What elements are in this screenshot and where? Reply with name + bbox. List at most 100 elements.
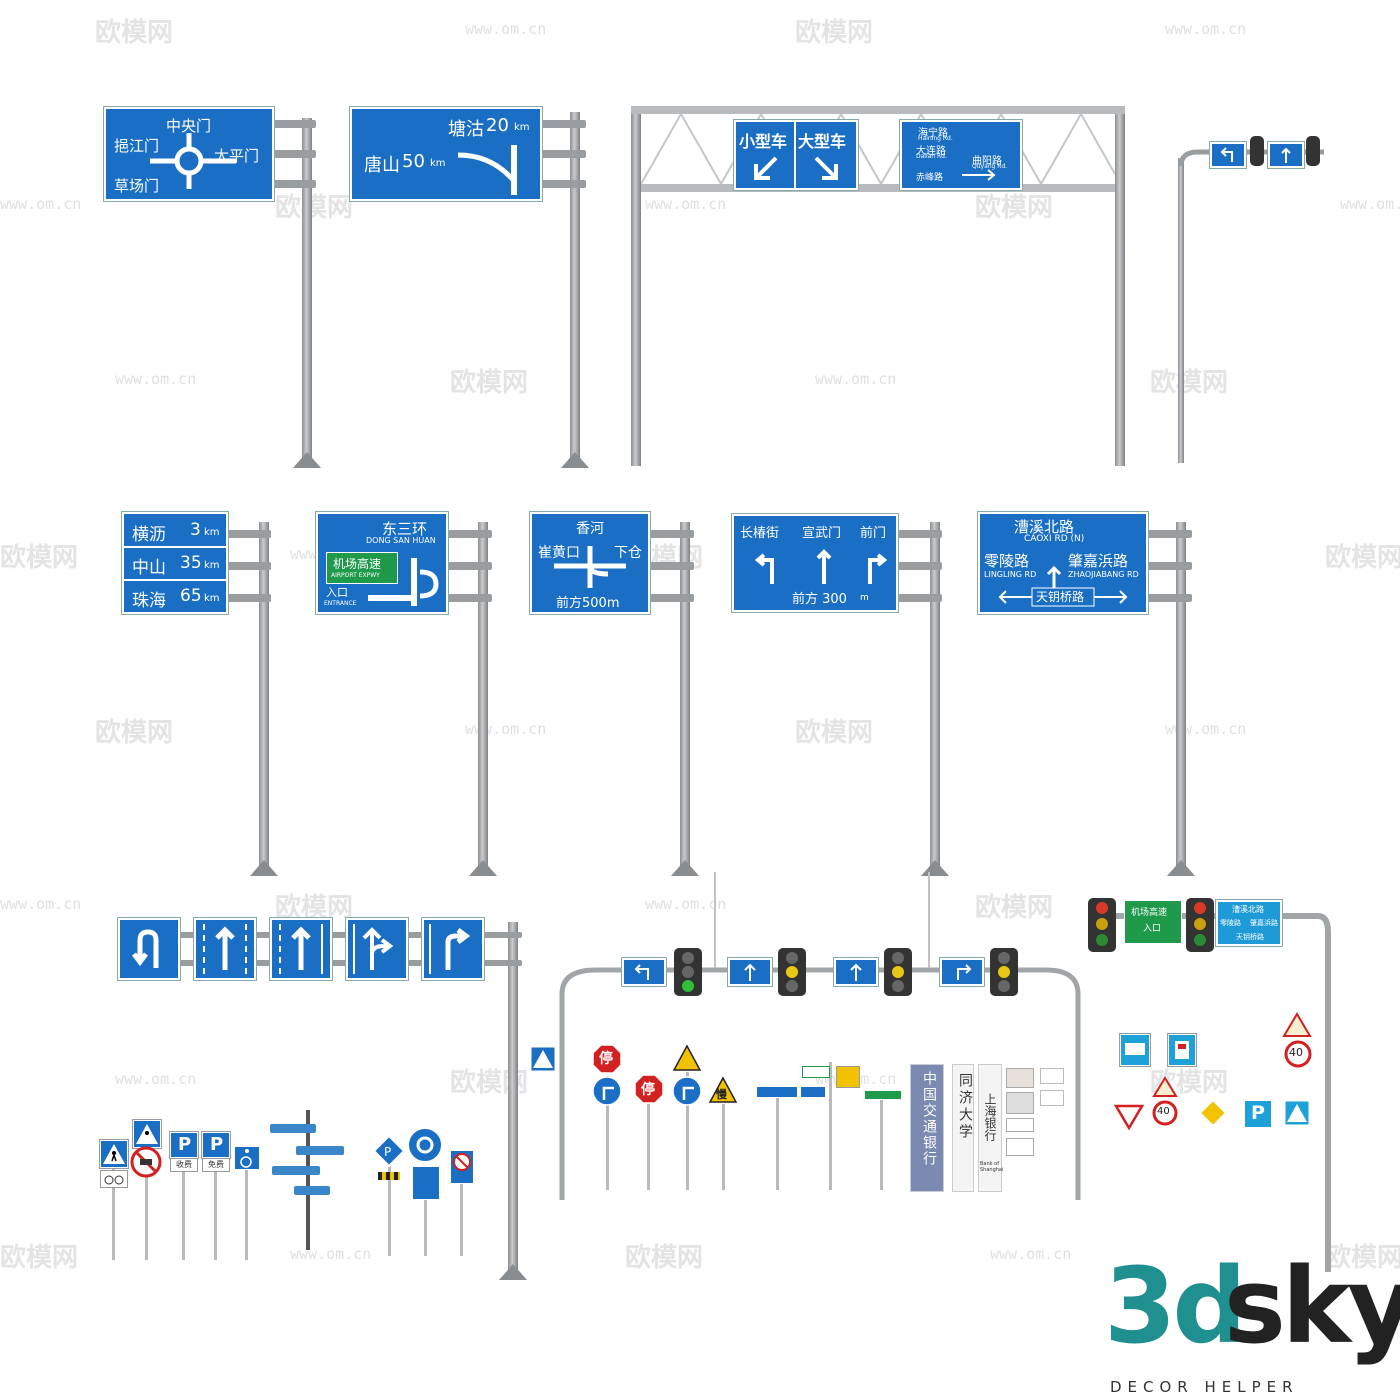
watermark-text: 欧模网 bbox=[975, 193, 1054, 223]
sign-pole bbox=[570, 112, 580, 468]
chevron-board bbox=[378, 1172, 400, 1180]
straight-arrow-icon bbox=[850, 963, 862, 981]
expressway-panel: 机场高速 AIRPORT EXPWY bbox=[326, 552, 398, 584]
priority-road-sign bbox=[1198, 1098, 1228, 1128]
watermark-url: www.om.cn bbox=[290, 1245, 372, 1263]
stop-label: 停 bbox=[641, 1082, 655, 1098]
destination-name: 塘沽 bbox=[448, 119, 484, 140]
watermark-url: www.om.cn bbox=[465, 20, 547, 38]
lane-straight-sign bbox=[728, 958, 772, 986]
lane-left-sign bbox=[1210, 142, 1246, 168]
sign-post bbox=[388, 1164, 391, 1256]
pole-bracket bbox=[540, 150, 586, 158]
sign-post bbox=[880, 1096, 883, 1190]
pole-base bbox=[293, 452, 321, 468]
right-road: 肇嘉浜路 bbox=[1250, 919, 1278, 927]
pole-bracket bbox=[648, 530, 694, 538]
pole-bracket bbox=[648, 594, 694, 602]
sign-post bbox=[112, 1168, 115, 1260]
traffic-light bbox=[1186, 898, 1214, 952]
straight-arrow-icon bbox=[1281, 147, 1291, 163]
expressway-name: 机场高速 bbox=[333, 557, 382, 571]
sign-post bbox=[776, 1094, 779, 1190]
dongsanhuan-guide-sign: 东三环 DONG SAN HUAN 机场高速 AIRPORT EXPWY 入口 … bbox=[316, 512, 448, 614]
pole-bracket bbox=[1146, 562, 1192, 570]
gantry-pole-left bbox=[631, 106, 641, 466]
lane-straight-sign bbox=[1268, 142, 1304, 168]
cross-road: 天钥桥路 bbox=[1236, 933, 1264, 941]
gas-station-sign bbox=[1168, 1034, 1196, 1066]
parking-sign: P bbox=[202, 1132, 230, 1158]
pole-base bbox=[250, 860, 278, 876]
lane-right-sign bbox=[940, 958, 984, 986]
fingerpost-pole bbox=[306, 1110, 310, 1250]
gantry-truss-bottom bbox=[641, 184, 1115, 192]
row-divider bbox=[124, 579, 226, 581]
watermark-text: 欧模网 bbox=[450, 368, 529, 398]
distance-unit: km bbox=[430, 158, 446, 169]
distance-row-name: 中山 bbox=[132, 558, 166, 578]
fee-plate: 收费 bbox=[170, 1158, 198, 1172]
destination-c-en: Quyang Rd. bbox=[972, 163, 1008, 170]
logo-3d: 3d bbox=[1104, 1245, 1247, 1367]
ahead-distance: 前方500m bbox=[556, 596, 620, 611]
watermark-text: 欧模网 bbox=[795, 18, 874, 48]
straight-lane-sign bbox=[270, 918, 332, 980]
pole-bracket bbox=[446, 562, 492, 570]
bank-name-en: Bank of Shanghai bbox=[980, 1161, 1004, 1173]
fingerpost-blade bbox=[270, 1124, 316, 1133]
destination-b: 大连路 bbox=[916, 146, 946, 157]
tanggu-guide-sign: 塘沽 20 km 唐山 50 km bbox=[350, 107, 542, 201]
down-right-arrow-icon bbox=[814, 156, 838, 180]
left-road: 零陵路 bbox=[1220, 919, 1241, 927]
destination-a: 海宁路 bbox=[918, 128, 948, 139]
watermark-url: www.om.cn bbox=[0, 195, 82, 213]
center-destination: 宣武门 bbox=[802, 526, 842, 541]
changchun-lane-sign: 长椿街 宣武门 前门 前方 300 m bbox=[732, 514, 898, 612]
bank-vertical-sign: 中国交通银行 bbox=[910, 1064, 944, 1192]
sign-post bbox=[145, 1148, 148, 1260]
straight-right-arrow-icon bbox=[353, 924, 394, 974]
watermark-url: www.om.cn bbox=[1340, 195, 1400, 213]
bicycle-sign bbox=[100, 1170, 128, 1188]
watermark-text: 欧模网 bbox=[1150, 368, 1229, 398]
wall-plaque bbox=[1006, 1118, 1034, 1132]
distance-row-name: 横沥 bbox=[132, 525, 166, 545]
watermark-text: 欧模网 bbox=[975, 893, 1054, 923]
pole-bracket bbox=[225, 594, 271, 602]
expressway-name-en: AIRPORT EXPWY bbox=[331, 572, 380, 579]
roundabout-top-label: 中央门 bbox=[166, 117, 212, 135]
fee-label: 收费 bbox=[176, 1160, 192, 1169]
left-destination: 崔黄口 bbox=[538, 545, 580, 561]
distance-row-unit: km bbox=[204, 560, 220, 571]
lane-arrows-icon bbox=[754, 549, 888, 584]
sign-post bbox=[606, 1076, 609, 1190]
roundabout-arrow-icon bbox=[150, 133, 236, 189]
watermark-text: 欧模网 bbox=[625, 1243, 704, 1273]
distance-row-value: 3 bbox=[190, 520, 201, 540]
xianghe-guide-sign: 香河 崔黄口 下仓 前方500m bbox=[530, 512, 650, 614]
traffic-light-yellow bbox=[990, 948, 1018, 996]
slow-label: 慢 bbox=[716, 1088, 727, 1101]
watermark-text: 欧模网 bbox=[0, 1243, 79, 1273]
roundabout-bottom-label: 草场门 bbox=[114, 177, 160, 195]
sign-post bbox=[460, 1180, 463, 1256]
sign-post bbox=[214, 1168, 217, 1260]
parking-letter: P bbox=[1251, 1102, 1265, 1124]
parking-letter: P bbox=[210, 1134, 224, 1155]
sign-post bbox=[182, 1168, 185, 1260]
gantry-truss-top bbox=[631, 106, 1125, 114]
sign-pole bbox=[680, 522, 690, 867]
wall-plaque bbox=[1006, 1092, 1034, 1114]
pole-bracket bbox=[270, 120, 316, 128]
road-name: 漕溪北路 bbox=[1232, 905, 1264, 914]
watermark-text: 欧模网 bbox=[0, 543, 79, 573]
straight-arrow-icon bbox=[1046, 565, 1062, 588]
watermark-url: www.om.cn bbox=[645, 895, 727, 913]
sign-pole bbox=[478, 522, 488, 867]
priority-road-sign: P bbox=[372, 1134, 406, 1168]
left-road-en: LINGLING RD bbox=[984, 570, 1037, 579]
no-overtaking-sign bbox=[130, 1146, 162, 1178]
turn-left-arrow-icon bbox=[634, 964, 649, 980]
pole-bracket bbox=[896, 594, 942, 602]
